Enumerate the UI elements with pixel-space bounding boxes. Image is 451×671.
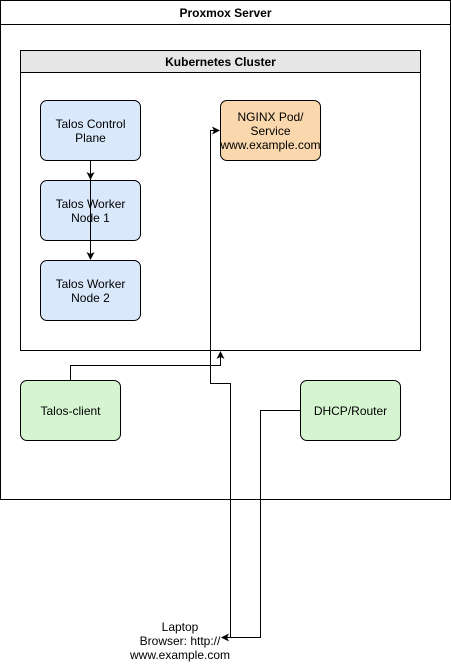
proxmox-server-title-text: Proxmox Server xyxy=(179,5,272,20)
talos-client-label: Talos-client xyxy=(40,403,101,418)
talos-control-plane-node[interactable]: Talos Control Plane xyxy=(40,100,141,161)
kubernetes-cluster-title: Kubernetes Cluster xyxy=(21,51,420,73)
nginx-service-label: NGINX Pod/ Service www.example.com xyxy=(220,109,321,152)
laptop-label: Laptop Browser: http:// www.example.com xyxy=(129,620,231,662)
nginx-service-node[interactable]: NGINX Pod/ Service www.example.com xyxy=(220,100,321,161)
talos-control-plane-label: Talos Control Plane xyxy=(55,116,126,145)
kubernetes-cluster-title-text: Kubernetes Cluster xyxy=(165,54,276,69)
talos-worker-node-1-label: Talos Worker Node 1 xyxy=(55,196,126,225)
talos-worker-node-2[interactable]: Talos Worker Node 2 xyxy=(40,260,141,321)
dhcp-router-label: DHCP/Router xyxy=(313,403,388,418)
talos-client-node[interactable]: Talos-client xyxy=(20,380,121,441)
dhcp-router-node[interactable]: DHCP/Router xyxy=(300,380,401,441)
talos-worker-node-2-label: Talos Worker Node 2 xyxy=(55,276,126,305)
proxmox-server-title: Proxmox Server xyxy=(1,1,450,25)
talos-worker-node-1[interactable]: Talos Worker Node 1 xyxy=(40,180,141,241)
